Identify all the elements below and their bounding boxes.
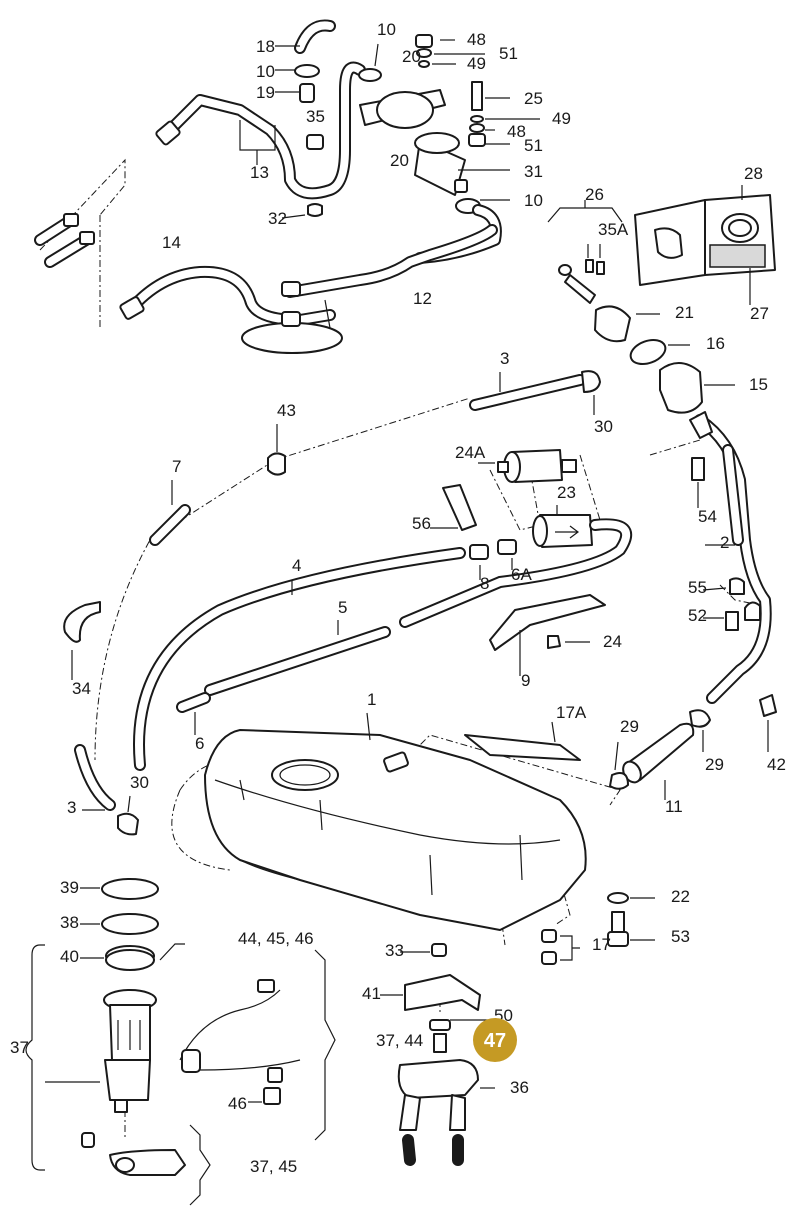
callout-c37a[interactable]: 37 [10, 1038, 29, 1057]
callout-c6A[interactable]: 6A [511, 565, 532, 584]
callout-c52[interactable]: 52 [688, 606, 707, 625]
pump-module [25, 944, 211, 1206]
filler-neck-head [547, 200, 735, 414]
callout-c24A[interactable]: 24A [455, 443, 486, 462]
callout-c22[interactable]: 22 [671, 887, 690, 906]
callout-c49a[interactable]: 49 [467, 54, 486, 73]
highlight-badge[interactable] [473, 1018, 517, 1062]
fuel-filter-assembly [359, 34, 540, 264]
callout-c6[interactable]: 6 [195, 734, 204, 753]
callout-c29b[interactable]: 29 [705, 755, 724, 774]
callout-c14[interactable]: 14 [162, 233, 181, 252]
callout-c19[interactable]: 19 [256, 83, 275, 102]
callout-c16[interactable]: 16 [706, 334, 725, 353]
vent-lines-12-14 [119, 224, 498, 354]
callout-c12[interactable]: 12 [413, 289, 432, 308]
callout-c33[interactable]: 33 [385, 941, 404, 960]
callout-c42[interactable]: 42 [767, 755, 786, 774]
callout-c34[interactable]: 34 [72, 679, 91, 698]
callout-c4[interactable]: 4 [292, 556, 301, 575]
valve-36 [397, 1059, 495, 1166]
highlight-badge-label: 47 [484, 1030, 506, 1052]
callout-c17[interactable]: 17 [592, 935, 611, 954]
inline-filters [430, 449, 593, 548]
highlight-callout-47[interactable]: 47 [473, 1018, 517, 1062]
filler-hose-11 [609, 694, 777, 800]
callout-c44[interactable]: 44, 45, 46 [238, 929, 314, 948]
fuel-door-box [634, 185, 776, 305]
callout-c39[interactable]: 39 [60, 878, 79, 897]
callout-c11[interactable]: 11 [665, 797, 683, 816]
callout-c32[interactable]: 32 [268, 209, 287, 228]
callout-c23[interactable]: 23 [557, 483, 576, 502]
callout-c10b[interactable]: 10 [377, 20, 396, 39]
callout-c3744[interactable]: 37, 44 [376, 1031, 423, 1050]
callout-c26[interactable]: 26 [585, 185, 604, 204]
callout-c51b[interactable]: 51 [524, 136, 543, 155]
callout-c18[interactable]: 18 [256, 37, 275, 56]
long-hoses-4-5 [133, 518, 633, 771]
callout-c36[interactable]: 36 [510, 1078, 529, 1097]
callout-c29a[interactable]: 29 [620, 717, 639, 736]
callout-c5[interactable]: 5 [338, 598, 347, 617]
callout-c17A[interactable]: 17A [556, 703, 587, 722]
vent-hoses-group [155, 19, 382, 219]
callout-c54[interactable]: 54 [698, 507, 717, 526]
callout-c40[interactable]: 40 [60, 947, 79, 966]
mount-hardware [400, 892, 655, 965]
callout-c51a[interactable]: 51 [499, 44, 518, 63]
callout-c48b[interactable]: 48 [507, 122, 526, 141]
hose-3-top [469, 370, 601, 415]
callout-c56[interactable]: 56 [412, 514, 431, 533]
callout-c3b[interactable]: 3 [67, 798, 76, 817]
callout-c30a[interactable]: 30 [594, 417, 613, 436]
filler-pipe [689, 411, 772, 704]
callout-c20a[interactable]: 20 [402, 47, 421, 66]
callout-c3a[interactable]: 3 [500, 349, 509, 368]
callout-c9[interactable]: 9 [521, 671, 530, 690]
hose-3-bottom [74, 744, 139, 836]
heat-shield [489, 594, 606, 676]
callout-c25[interactable]: 25 [524, 89, 543, 108]
callout-c41[interactable]: 41 [362, 984, 381, 1003]
callout-c28[interactable]: 28 [744, 164, 763, 183]
callout-c31[interactable]: 31 [524, 162, 543, 181]
clamp-43 [149, 424, 286, 546]
callout-c3745[interactable]: 37, 45 [250, 1157, 297, 1176]
cable-tie-34 [63, 601, 101, 680]
callout-c10c[interactable]: 10 [524, 191, 543, 210]
callout-c15[interactable]: 15 [749, 375, 768, 394]
callout-c7[interactable]: 7 [172, 457, 181, 476]
callout-c13[interactable]: 13 [250, 163, 269, 182]
callout-c49b[interactable]: 49 [552, 109, 571, 128]
callout-c30b[interactable]: 30 [130, 773, 149, 792]
callout-c10a[interactable]: 10 [256, 62, 275, 81]
callout-c55[interactable]: 55 [688, 578, 707, 597]
wiring-harness [179, 949, 336, 1141]
callout-c35[interactable]: 35 [306, 107, 325, 126]
label-plate [464, 721, 581, 761]
callout-c38[interactable]: 38 [60, 913, 79, 932]
callout-c1[interactable]: 1 [367, 690, 376, 709]
callout-c8[interactable]: 8 [480, 574, 489, 593]
callout-c46[interactable]: 46 [228, 1094, 247, 1113]
strap-bracket [380, 974, 488, 1053]
fuel-tank [204, 712, 587, 931]
callout-c2[interactable]: 2 [720, 533, 729, 552]
engine-fuel-lines [34, 213, 95, 268]
callout-c24[interactable]: 24 [603, 632, 622, 651]
callout-c53[interactable]: 53 [671, 927, 690, 946]
callout-c21[interactable]: 21 [675, 303, 694, 322]
seal-rings [80, 878, 185, 971]
callout-c43[interactable]: 43 [277, 401, 296, 420]
callout-c35A[interactable]: 35A [598, 220, 629, 239]
callout-c20b[interactable]: 20 [390, 151, 409, 170]
callout-c27[interactable]: 27 [750, 304, 769, 323]
callout-c48a[interactable]: 48 [467, 30, 486, 49]
